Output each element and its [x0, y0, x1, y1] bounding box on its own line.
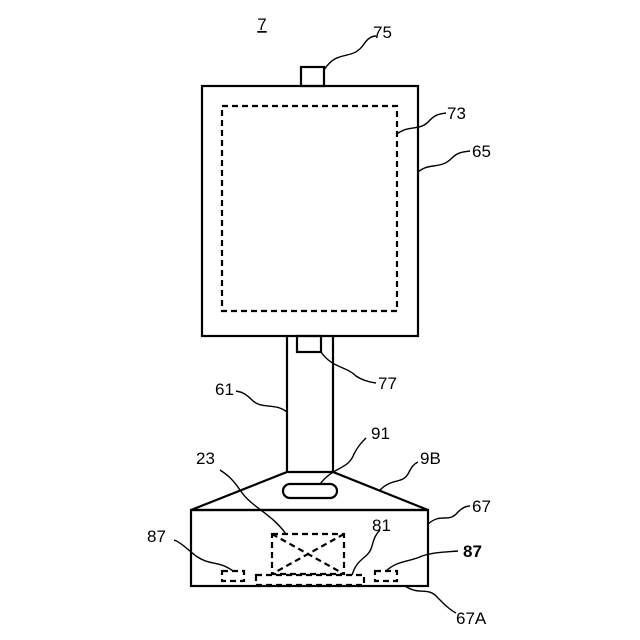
- label-87-right: 87: [463, 542, 482, 561]
- right-foot: [375, 571, 397, 581]
- leader-87-left: [174, 540, 233, 571]
- label-67: 67: [472, 497, 491, 516]
- label-65: 65: [472, 142, 491, 161]
- base-cover: [191, 472, 428, 510]
- label-23: 23: [196, 449, 215, 468]
- leader-67A: [405, 586, 456, 613]
- leader-81: [352, 530, 380, 575]
- label-67A: 67A: [456, 609, 487, 628]
- leader-75: [324, 36, 376, 70]
- leader-73: [397, 113, 446, 134]
- circuit-board: [256, 575, 364, 585]
- display-panel: [202, 86, 418, 336]
- display-region: [222, 106, 397, 311]
- label-61: 61: [215, 380, 234, 399]
- figure-number: 7: [257, 15, 266, 34]
- handle-slot: [283, 484, 337, 498]
- label-81: 81: [372, 516, 391, 535]
- label-91: 91: [371, 424, 390, 443]
- left-foot: [222, 571, 244, 581]
- label-9B: 9B: [420, 449, 441, 468]
- label-73: 73: [447, 104, 466, 123]
- bottom-camera: [297, 336, 321, 352]
- leader-23: [220, 470, 286, 534]
- top-camera: [301, 67, 324, 86]
- leader-77: [321, 352, 376, 383]
- leader-65: [418, 151, 470, 172]
- leader-61: [236, 391, 287, 412]
- label-87-left: 87: [147, 527, 166, 546]
- leader-67: [428, 506, 470, 524]
- leader-9B: [380, 462, 418, 490]
- leader-87-right: [386, 551, 458, 571]
- label-75: 75: [373, 23, 392, 42]
- label-77: 77: [378, 374, 397, 393]
